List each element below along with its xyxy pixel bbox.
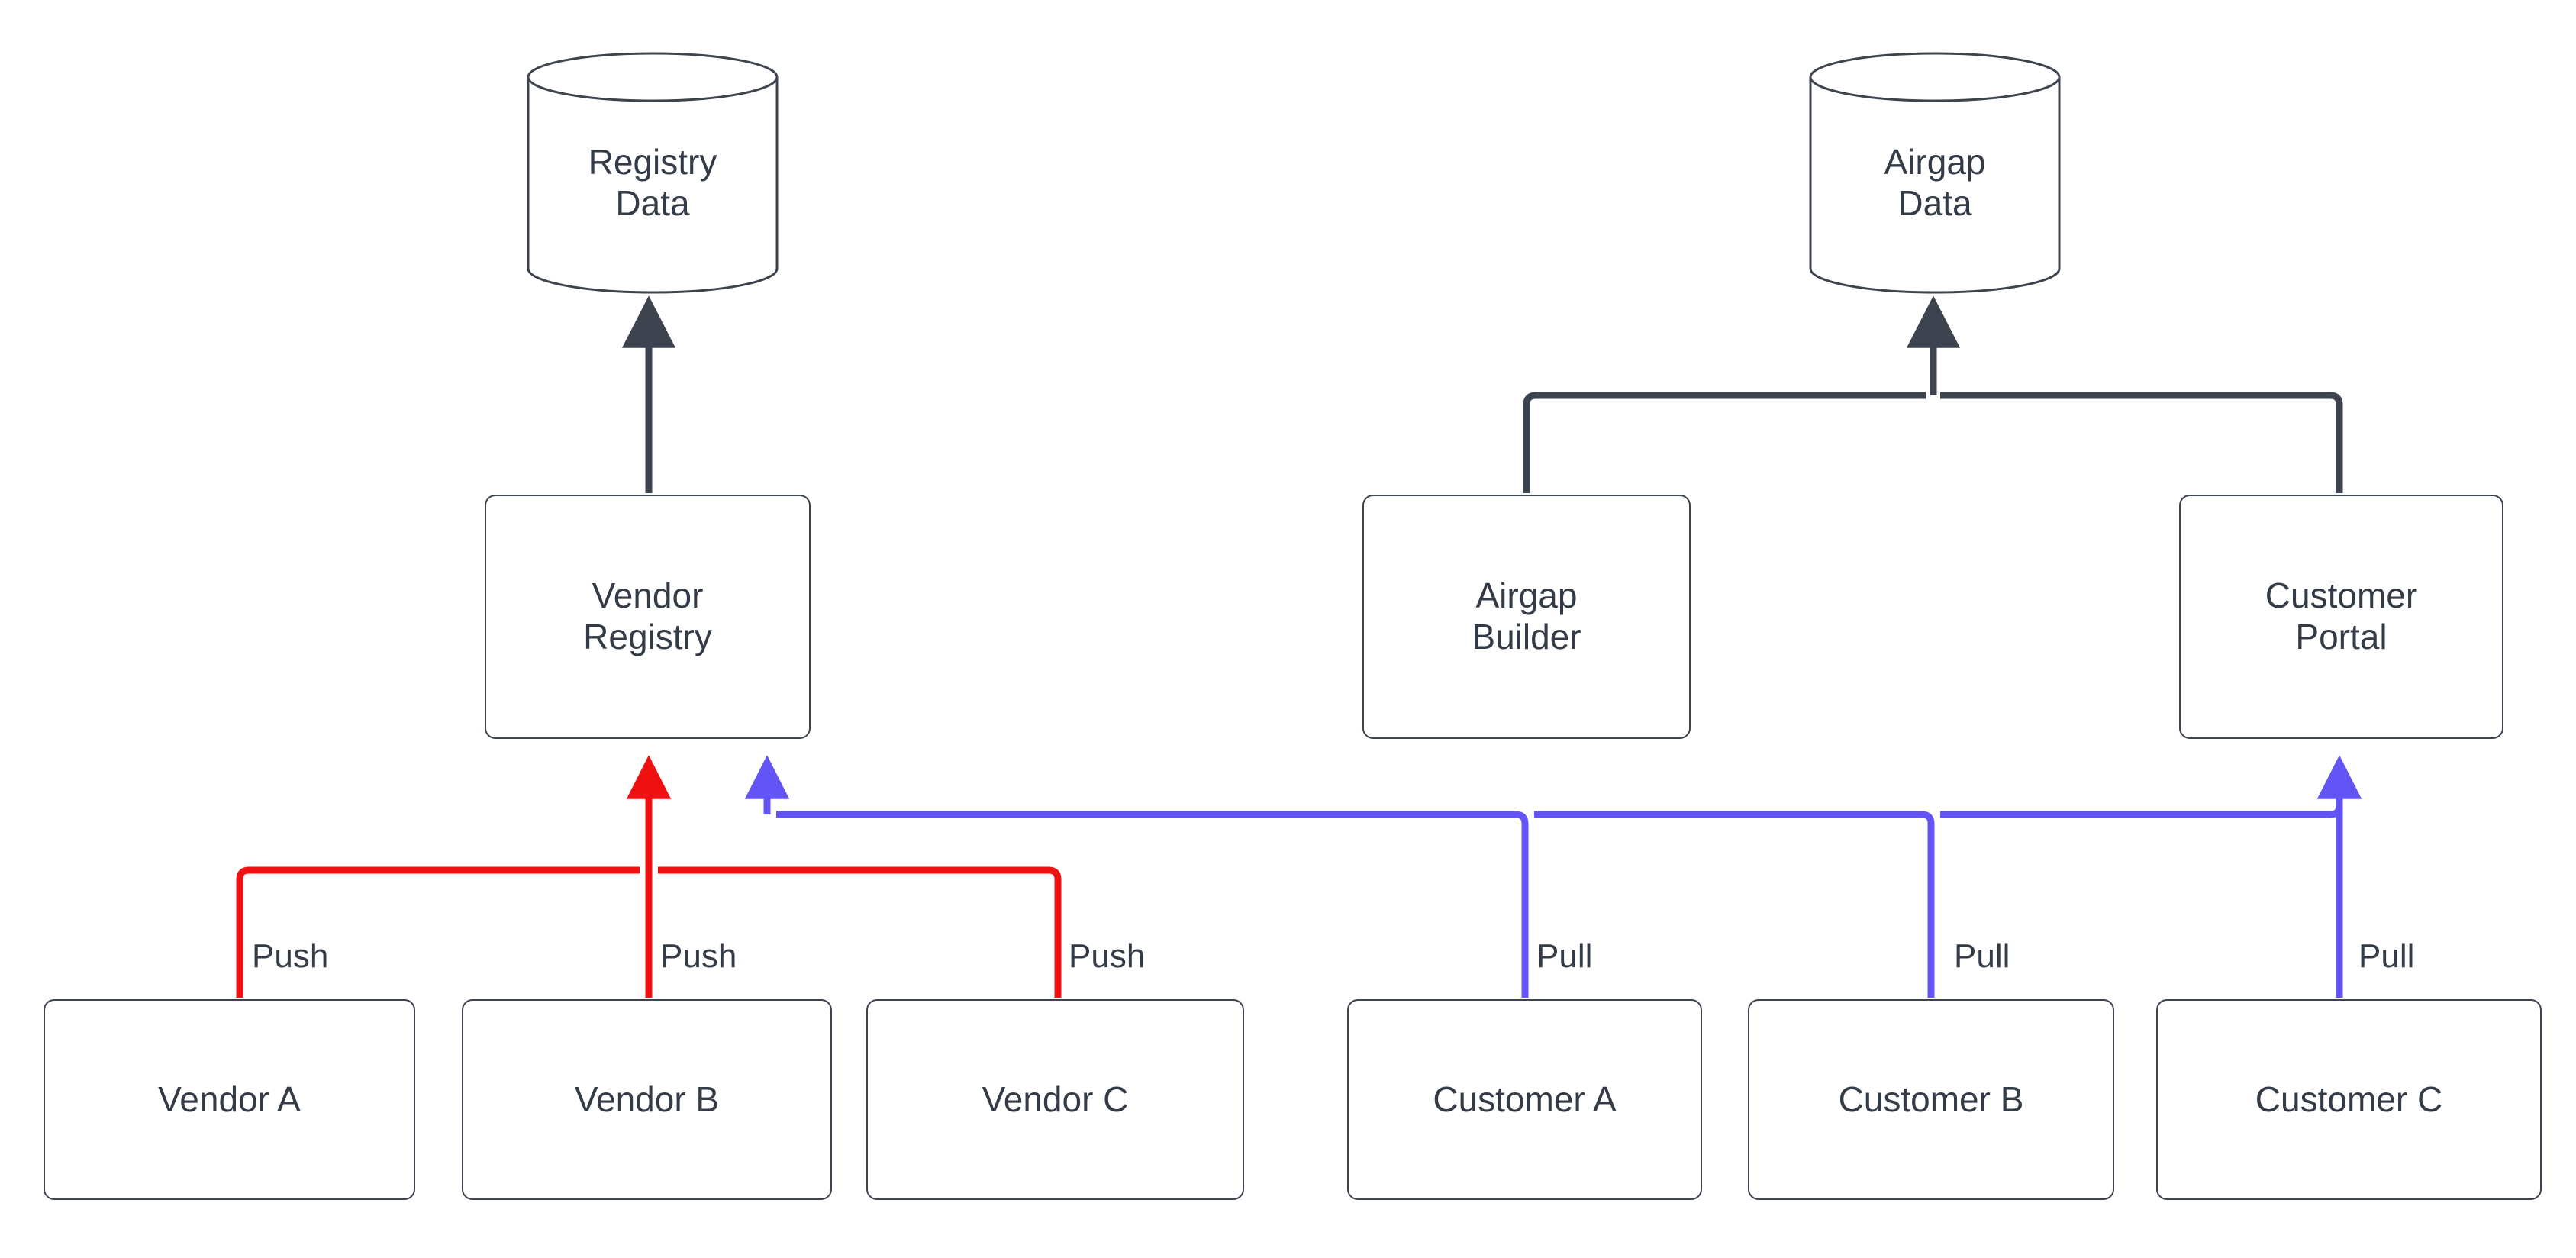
edge-label-pull-customer-b: Pull <box>1954 937 2010 975</box>
node-label: Customer C <box>2255 1079 2443 1119</box>
edge-label-push-vendor-c: Push <box>1069 937 1146 975</box>
edge-vendor-c-push <box>658 866 1062 998</box>
node-label: Customer A <box>1433 1079 1617 1119</box>
node-vendor-b[interactable]: Vendor B <box>462 999 832 1200</box>
node-label: Vendor B <box>574 1079 720 1119</box>
node-label: Customer B <box>1838 1079 2024 1119</box>
cylinder-shape <box>1809 52 2061 294</box>
node-vendor-registry[interactable]: Vendor Registry <box>485 495 811 739</box>
node-label: Vendor Registry <box>583 576 712 656</box>
node-vendor-c[interactable]: Vendor C <box>866 999 1244 1200</box>
node-airgap-data[interactable]: Airgap Data <box>1809 52 2061 294</box>
node-label: Customer Portal <box>2265 576 2418 656</box>
cylinder-shape <box>527 52 779 294</box>
node-label: Vendor A <box>158 1079 301 1119</box>
node-customer-a[interactable]: Customer A <box>1347 999 1702 1200</box>
edge-label-push-vendor-a: Push <box>252 937 329 975</box>
node-label: Registry Data <box>588 141 717 223</box>
node-customer-b[interactable]: Customer B <box>1748 999 2114 1200</box>
node-registry-data[interactable]: Registry Data <box>527 52 779 294</box>
edge-customer-b-pull <box>1534 811 1935 998</box>
edge-label-pull-customer-a: Pull <box>1536 937 1593 975</box>
node-customer-c[interactable]: Customer C <box>2156 999 2542 1200</box>
edge-customer-portal-to-airgap-data <box>1940 392 2343 493</box>
node-label: Vendor C <box>982 1079 1129 1119</box>
edge-pull-bus-right-segment <box>1940 805 2343 818</box>
node-airgap-builder[interactable]: Airgap Builder <box>1362 495 1691 739</box>
edge-airgap-builder-to-airgap-data <box>1523 392 1926 493</box>
node-vendor-a[interactable]: Vendor A <box>44 999 415 1200</box>
node-customer-portal[interactable]: Customer Portal <box>2179 495 2503 739</box>
edge-label-pull-customer-c: Pull <box>2358 937 2415 975</box>
edge-label-push-vendor-b: Push <box>660 937 737 975</box>
edge-customer-a-pull <box>776 811 1529 998</box>
node-label: Airgap Data <box>1884 141 1986 223</box>
node-label: Airgap Builder <box>1472 576 1581 656</box>
edge-vendor-a-push <box>236 866 640 998</box>
